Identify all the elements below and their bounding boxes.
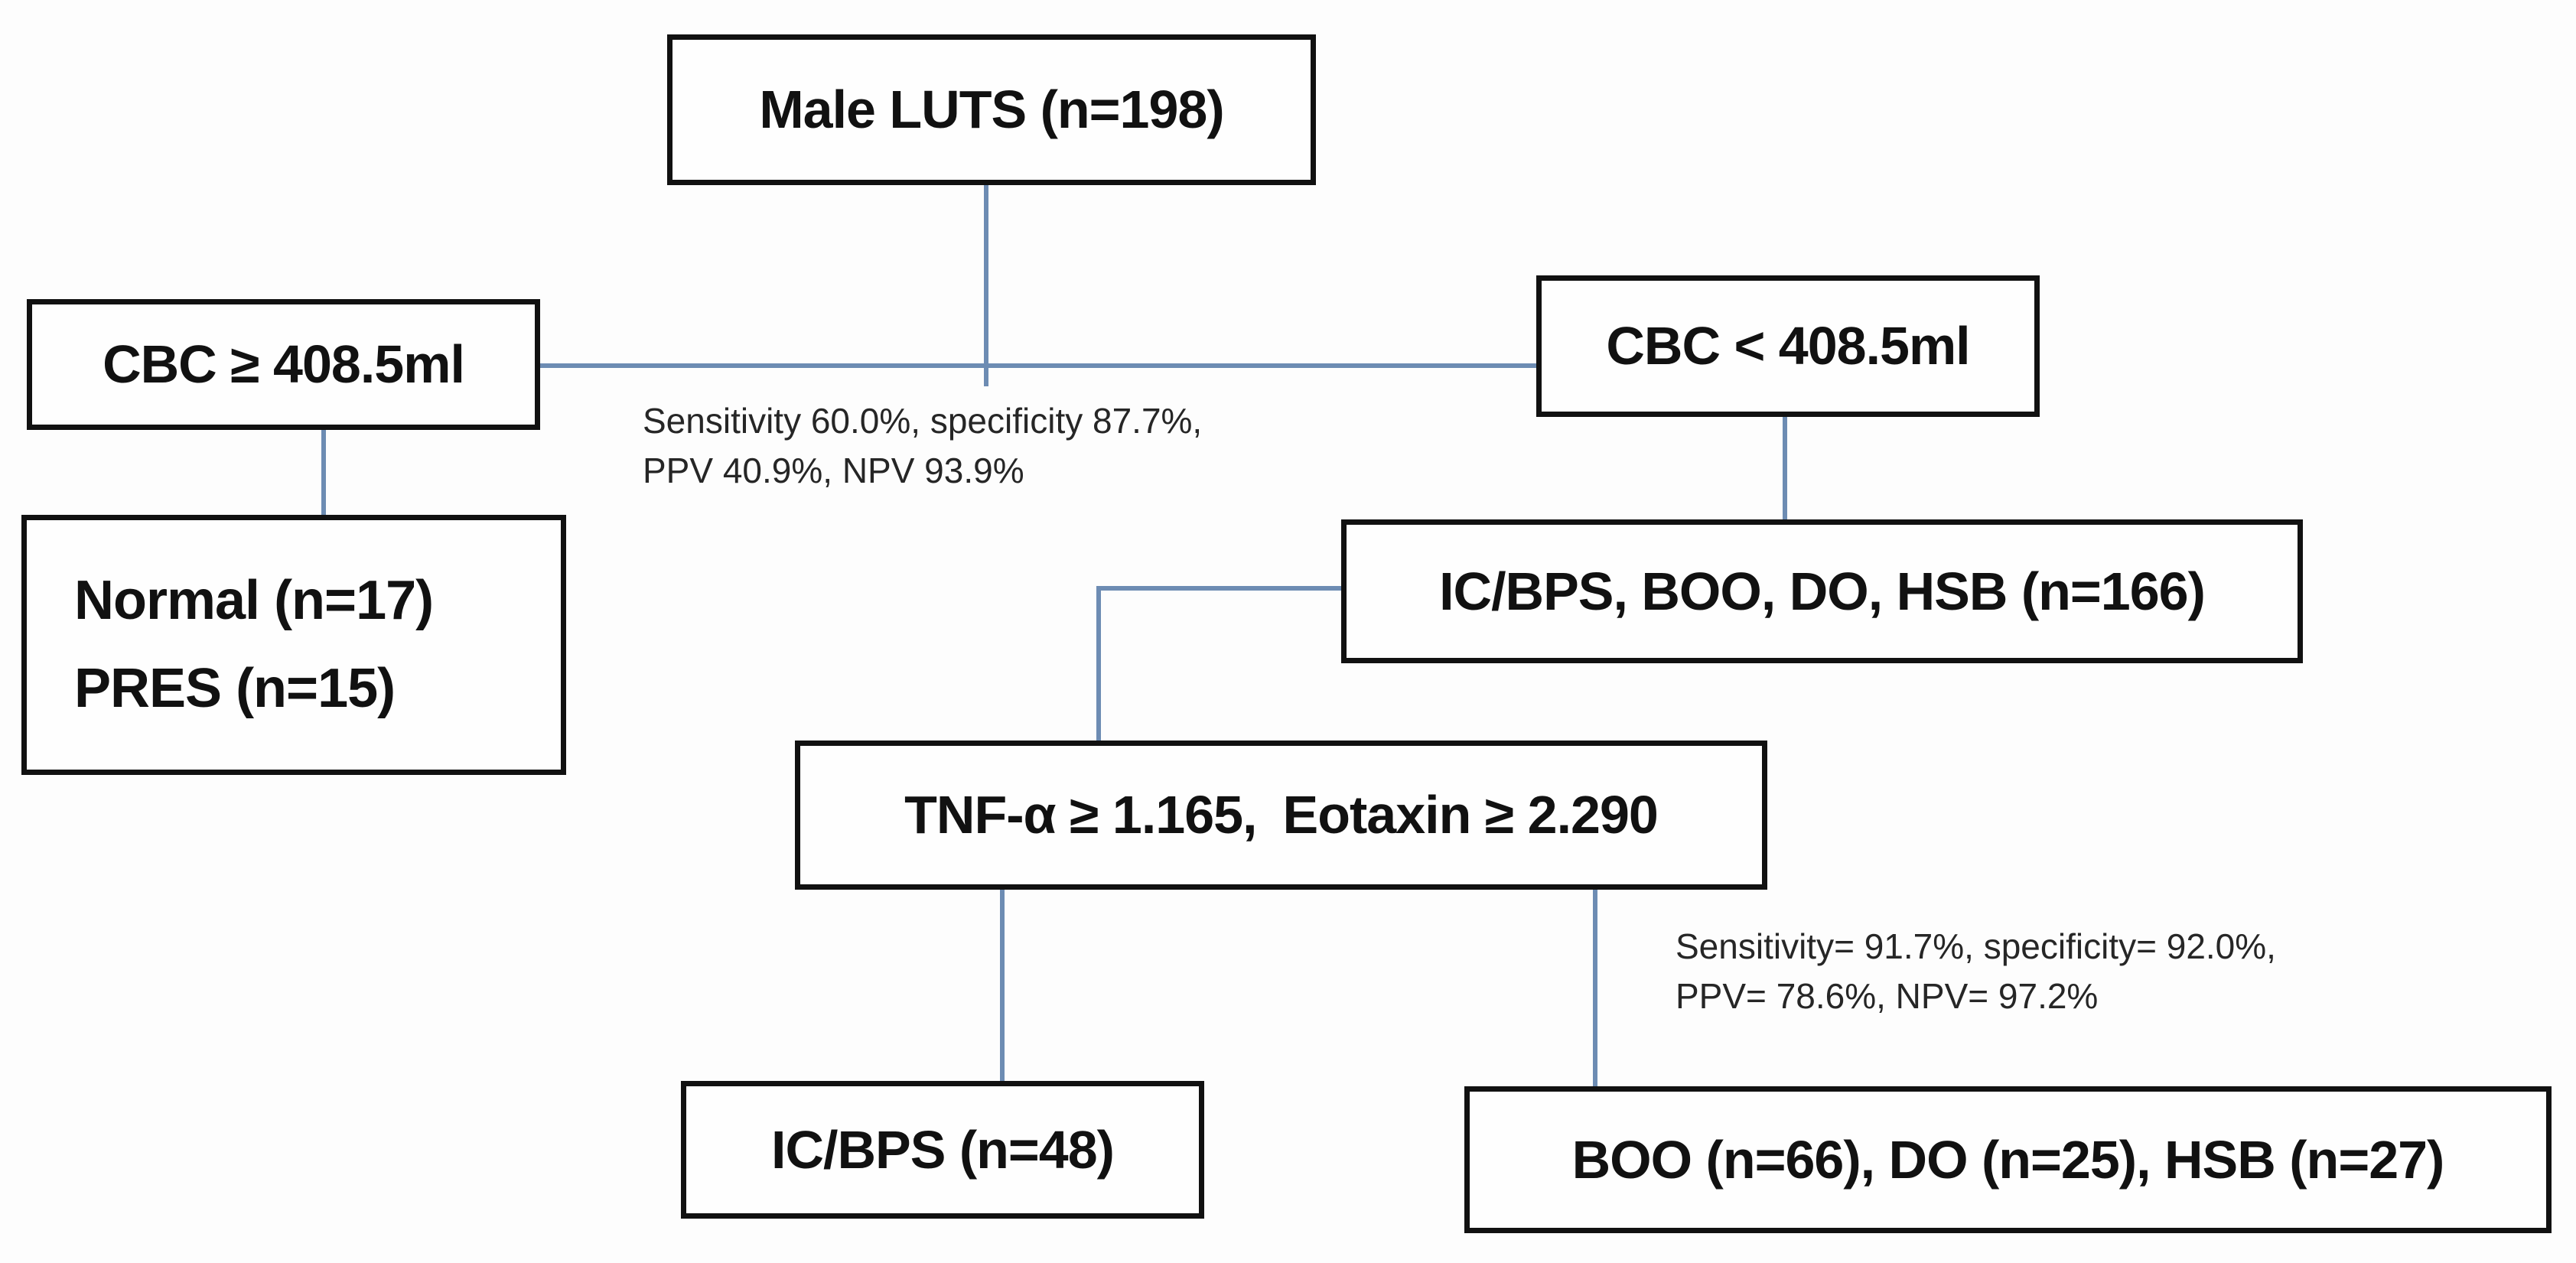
connector-cbc-lt-to-outcome [1783, 415, 1787, 522]
connector-cbc-ge-to-outcome [321, 428, 326, 519]
outcome-box-icbps-group: IC/BPS, BOO, DO, HSB (n=166) [1341, 519, 2303, 663]
stats-second-split: Sensitivity= 91.7%, specificity= 92.0%, … [1676, 922, 2276, 1022]
outcome-icbps-group-label: IC/BPS, BOO, DO, HSB (n=166) [1439, 561, 2206, 621]
root-box-male-luts: Male LUTS (n=198) [667, 34, 1316, 185]
condition-box-cbc-lt: CBC < 408.5ml [1536, 275, 2040, 417]
final-boo-do-hsb-label: BOO (n=66), DO (n=25), HSB (n=27) [1571, 1129, 2445, 1190]
connector-tnf-to-boo [1593, 888, 1597, 1089]
condition-box-cbc-ge: CBC ≥ 408.5ml [27, 299, 540, 430]
test-tnf-eotaxin-label: TNF-α ≥ 1.165, Eotaxin ≥ 2.290 [904, 785, 1659, 845]
connector-tnf-to-icbps [1000, 888, 1005, 1084]
connector-elbow-horizontal [1096, 586, 1341, 591]
stats-first-split-line2: PPV 40.9%, NPV 93.9% [643, 451, 1024, 491]
connector-elbow-vertical [1096, 586, 1101, 744]
outcome-normal-line: Normal (n=17) [74, 570, 434, 631]
connector-root-to-split [984, 185, 988, 386]
final-box-boo-do-hsb: BOO (n=66), DO (n=25), HSB (n=27) [1464, 1086, 2552, 1233]
condition-cbc-lt-label: CBC < 408.5ml [1606, 316, 1970, 376]
stats-first-split: Sensitivity 60.0%, specificity 87.7%, PP… [643, 396, 1202, 496]
final-box-icbps: IC/BPS (n=48) [681, 1081, 1204, 1219]
stats-second-split-line1: Sensitivity= 91.7%, specificity= 92.0%, [1676, 926, 2276, 966]
connector-split-horizontal [540, 363, 1536, 368]
outcome-box-normal-pres: Normal (n=17) PRES (n=15) [21, 515, 566, 775]
stats-first-split-line1: Sensitivity 60.0%, specificity 87.7%, [643, 401, 1203, 441]
test-box-tnf-eotaxin: TNF-α ≥ 1.165, Eotaxin ≥ 2.290 [795, 741, 1767, 890]
final-icbps-label: IC/BPS (n=48) [771, 1119, 1115, 1180]
root-box-label: Male LUTS (n=198) [759, 80, 1224, 140]
outcome-pres-line: PRES (n=15) [74, 658, 396, 720]
outcome-normal-pres-lines: Normal (n=17) PRES (n=15) [74, 557, 434, 733]
condition-cbc-ge-label: CBC ≥ 408.5ml [103, 334, 465, 395]
stats-second-split-line2: PPV= 78.6%, NPV= 97.2% [1676, 976, 2099, 1017]
